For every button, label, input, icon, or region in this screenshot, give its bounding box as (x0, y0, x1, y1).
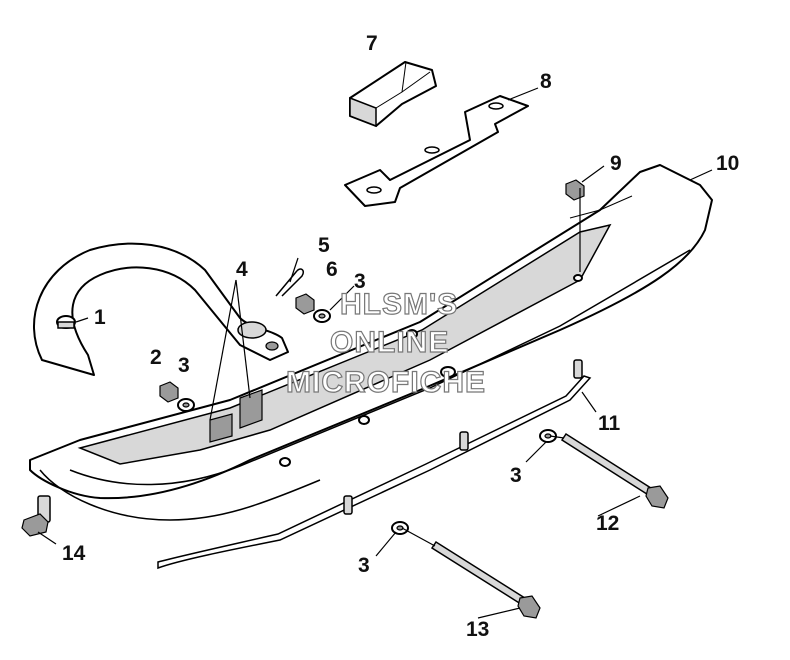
callout-11: 11 (598, 412, 621, 435)
watermark-line-3: MICROFICHE (286, 366, 486, 399)
callout-3: 3 (178, 354, 190, 377)
callout-9: 9 (610, 152, 622, 175)
part-3-washer-b (313, 309, 331, 323)
part-13-long-bolt (430, 540, 541, 619)
callout-4: 4 (236, 258, 248, 281)
callout-1: 1 (94, 306, 106, 329)
part-11-wear-bar (157, 359, 592, 570)
callouts: 1 2 3 4 5 6 3 7 8 9 10 11 3 12 3 13 14 (62, 32, 739, 641)
part-4-ski-handle (33, 242, 289, 376)
watermark: HLSM'S ONLINE MICROFICHE (285, 287, 486, 399)
leader-lines (37, 87, 713, 619)
part-2-nut (159, 381, 179, 403)
part-6-nut (295, 293, 315, 315)
callout-3: 3 (354, 270, 366, 293)
part-5-cotter-pin (275, 268, 305, 297)
part-3-washer-d (391, 521, 409, 535)
part-9-nut (565, 179, 585, 201)
callout-8: 8 (540, 70, 552, 93)
callout-5: 5 (318, 234, 330, 257)
part-10-ski-body (29, 164, 713, 521)
part-7-ski-saddle (349, 61, 437, 128)
callout-10: 10 (716, 152, 739, 175)
callout-3: 3 (358, 554, 370, 577)
part-1-cap-plug (56, 315, 76, 329)
part-14-bolt (21, 495, 51, 537)
callout-3: 3 (510, 464, 522, 487)
part-3-washer-a (177, 398, 195, 412)
part-8-ski-bracket (344, 95, 529, 207)
callout-7: 7 (366, 32, 378, 55)
callout-14: 14 (62, 542, 86, 565)
part-3-washer-c (539, 429, 557, 443)
callout-12: 12 (596, 512, 619, 535)
watermark-line-1: HLSM'S (340, 288, 458, 321)
part-12-long-bolt (560, 432, 669, 509)
watermark-line-2: ONLINE (330, 326, 449, 359)
callout-2: 2 (150, 346, 162, 369)
callout-13: 13 (466, 618, 489, 641)
callout-6: 6 (326, 258, 338, 281)
